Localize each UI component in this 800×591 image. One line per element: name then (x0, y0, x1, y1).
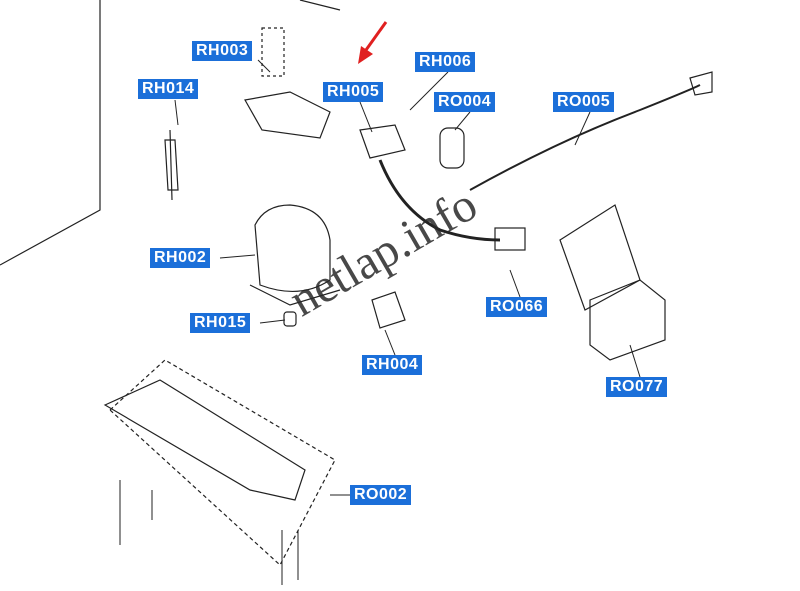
rh004-overload (371, 291, 406, 329)
compressor-base (249, 284, 341, 306)
cabinet-outline (0, 0, 101, 266)
rh003-cushion (244, 91, 331, 139)
label-rh005[interactable]: RH005 (323, 82, 384, 102)
rh003-screw-group (261, 27, 285, 77)
screws (119, 480, 299, 585)
rh005-relay (359, 124, 406, 159)
label-ro002[interactable]: RO002 (350, 485, 412, 505)
power-plug (689, 71, 713, 96)
rh015-grommet (283, 311, 297, 327)
label-rh004[interactable]: RH004 (362, 355, 423, 375)
ro066-part (494, 227, 526, 251)
ro002-dashed-frame (109, 359, 336, 566)
label-ro066[interactable]: RO066 (486, 297, 548, 317)
rh014-dryer (164, 129, 179, 201)
label-rh006[interactable]: RH006 (415, 52, 476, 72)
wire-harness (378, 159, 501, 242)
label-rh014[interactable]: RH014 (138, 79, 199, 99)
cabinet-edge (299, 0, 341, 11)
leader-lines (174, 59, 641, 496)
ro004-capacitor (439, 127, 465, 169)
label-ro077[interactable]: RO077 (606, 377, 668, 397)
red-arrow-icon (358, 21, 388, 64)
label-rh002[interactable]: RH002 (150, 248, 211, 268)
ro077-cover (559, 204, 641, 311)
label-rh003[interactable]: RH003 (192, 41, 253, 61)
ro077-box (589, 279, 666, 361)
label-rh015[interactable]: RH015 (190, 313, 251, 333)
rh002-compressor (254, 204, 331, 293)
label-ro005[interactable]: RO005 (553, 92, 615, 112)
ro002-base-plate (103, 379, 306, 501)
ro005-power-cord (469, 84, 701, 191)
label-ro004[interactable]: RO004 (434, 92, 496, 112)
